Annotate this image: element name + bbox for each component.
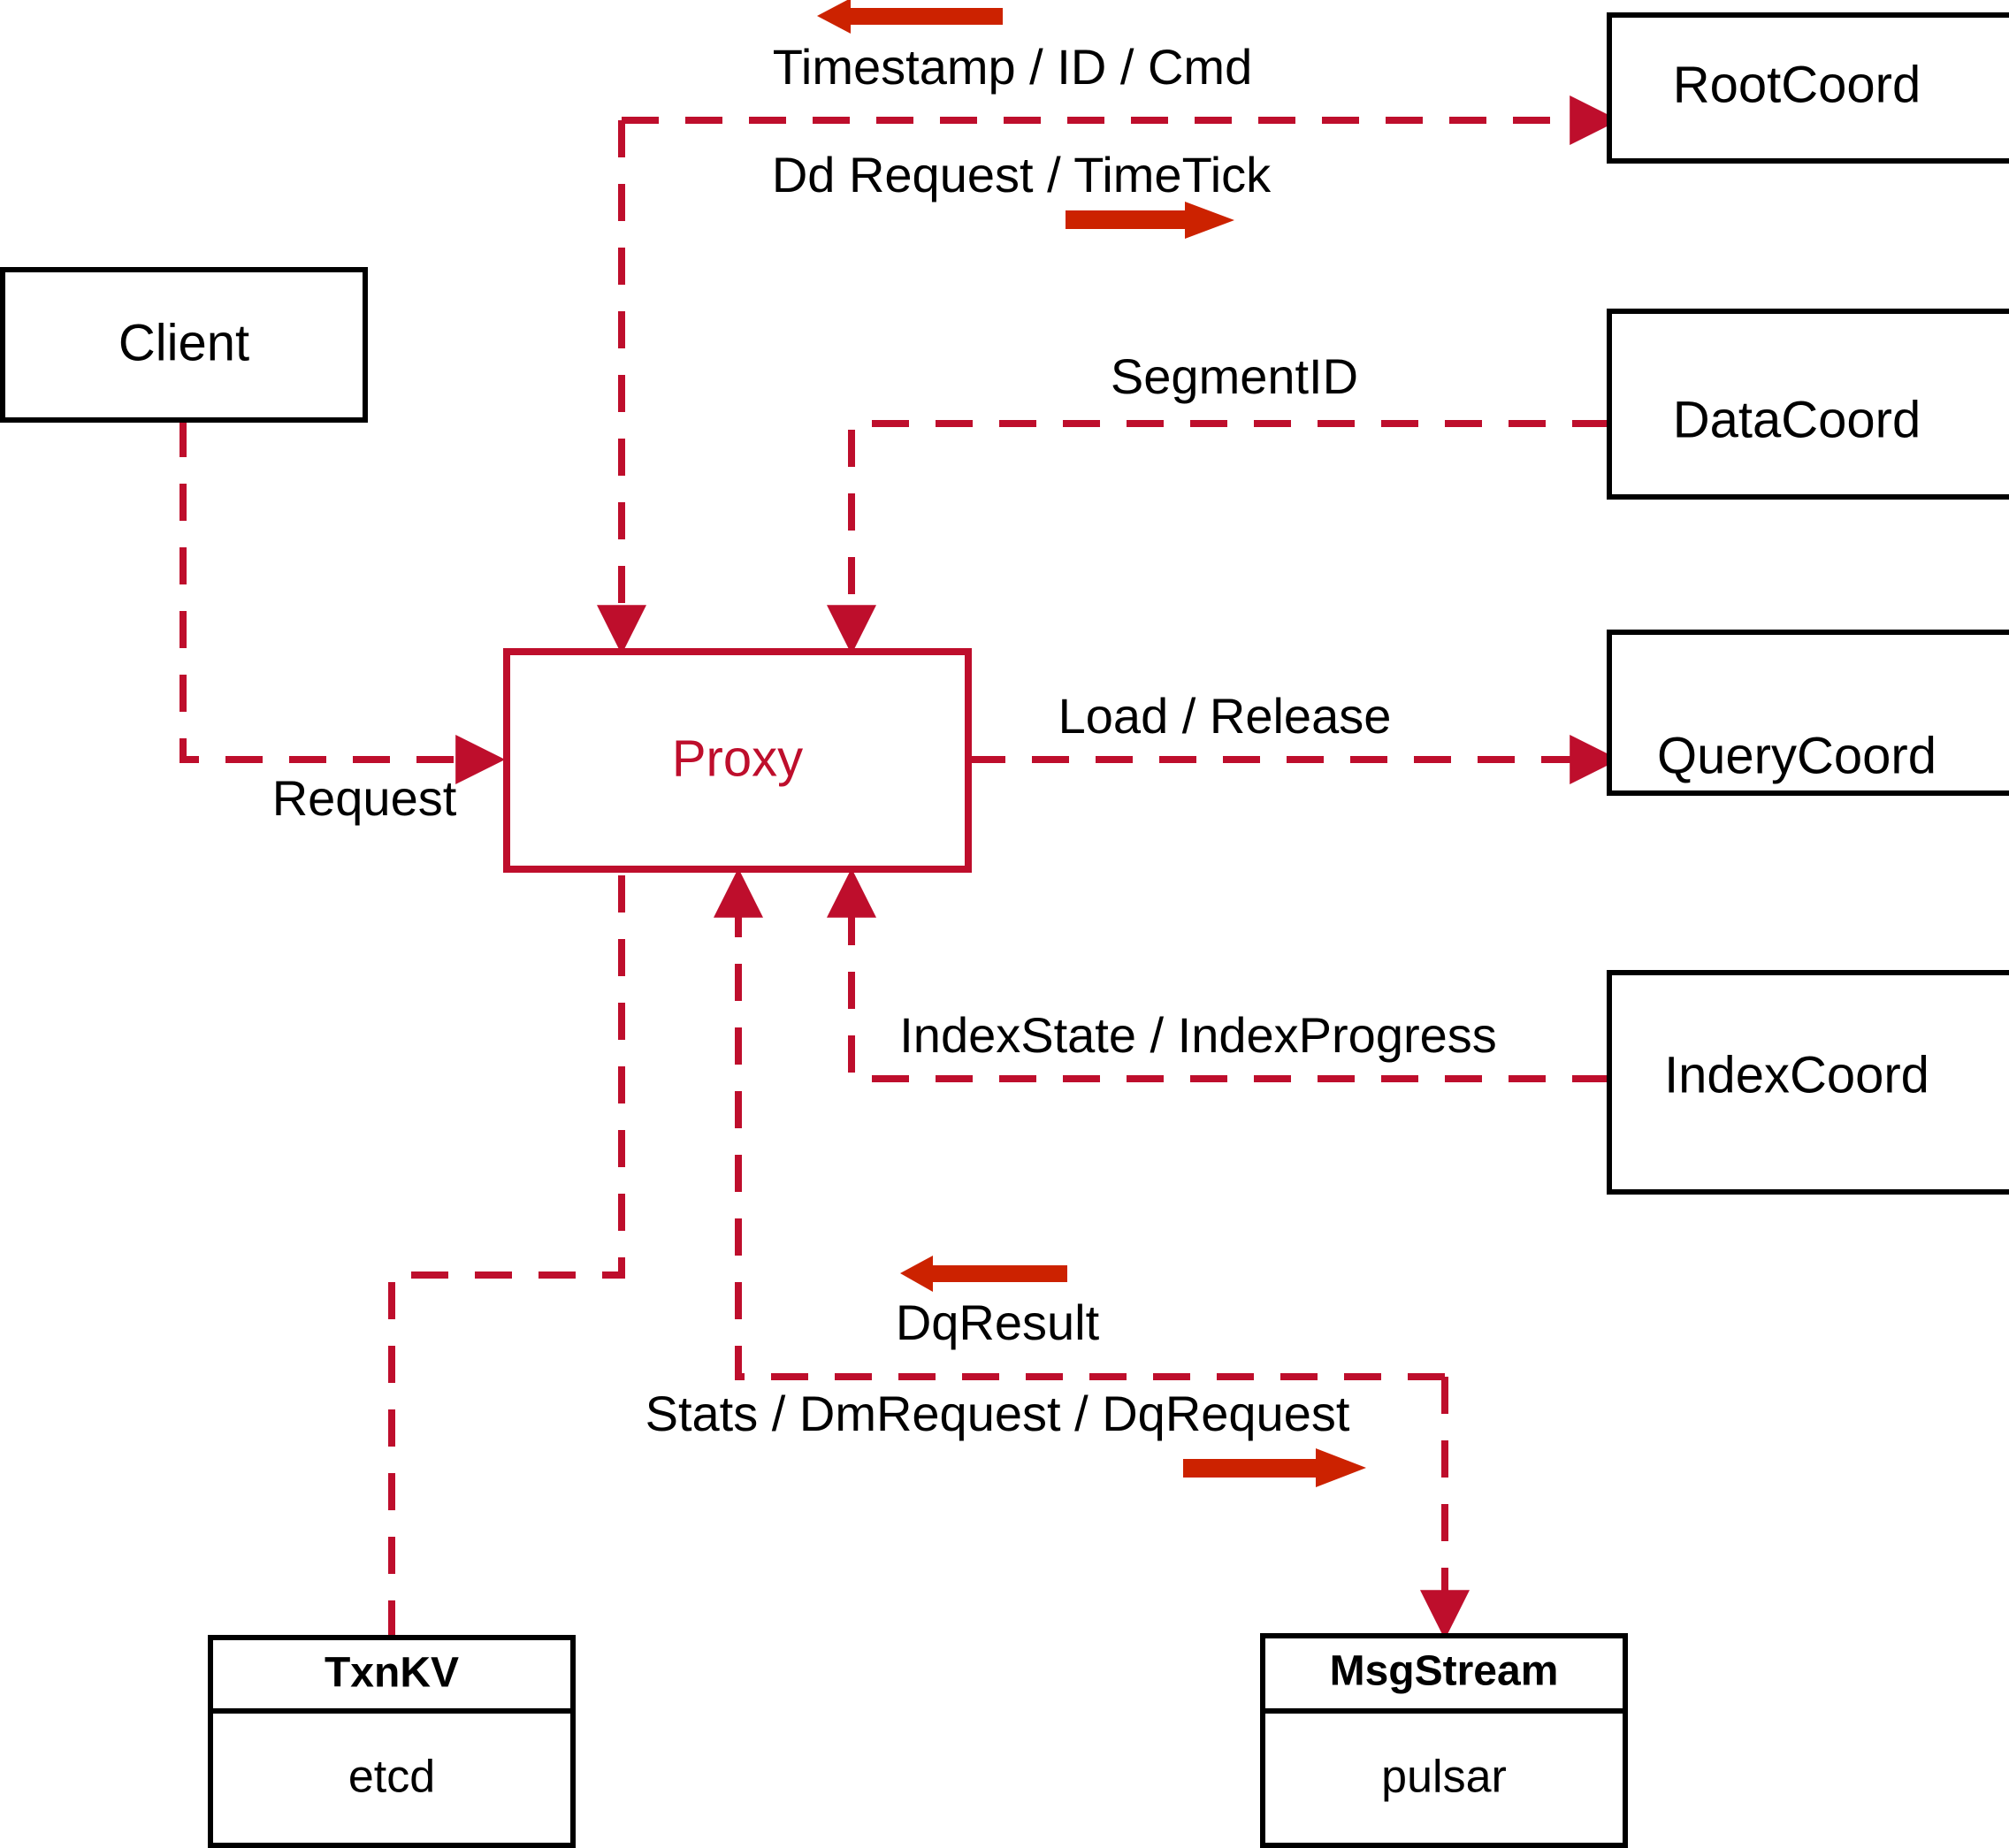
node-client[interactable] [0,267,368,423]
node-txnkv[interactable] [208,1635,576,1848]
node-client-label: Client [118,314,249,371]
node-indexcoord[interactable] [1607,970,2009,1195]
node-proxy-label: Proxy [672,729,803,787]
direction-arrow-left-dqresult [900,1256,1067,1292]
edge-msgstream-to-proxy [714,867,1445,1380]
node-msgstream-label: MsgStream [1330,1648,1559,1695]
edge-datacoord-to-proxy [827,420,1609,655]
direction-arrow-right-dqrequest [1183,1448,1366,1487]
edge-label-request: Request [272,770,457,826]
node-proxy[interactable] [503,648,972,873]
node-datacoord-label: DataCoord [1673,391,1921,448]
node-txnkv-sublabel: etcd [348,1752,435,1803]
node-msgstream[interactable] [1260,1633,1628,1848]
edge-label-segment-id: SegmentID [1111,348,1358,404]
edge-indexcoord-to-proxy [827,867,1609,1082]
edge-label-timestamp-id-cmd: Timestamp / ID / Cmd [773,39,1252,95]
edge-label-stats-dm-dq-request: Stats / DmRequest / DqRequest [645,1386,1350,1441]
node-indexcoord-label: IndexCoord [1664,1046,1929,1103]
node-rootcoord[interactable] [1607,12,2009,164]
node-datacoord[interactable] [1607,309,2009,500]
node-rootcoord-label: RootCoord [1673,56,1921,113]
edge-label-index-state-progress: IndexState / IndexProgress [899,1007,1497,1063]
edge-proxy-to-txnkv [388,875,625,1638]
edge-client-to-proxy [180,420,506,784]
node-txnkv-label: TxnKV [325,1650,459,1697]
node-msgstream-sublabel: pulsar [1381,1752,1507,1803]
edge-label-dd-request-timetick: Dd Request / TimeTick [772,147,1272,202]
edge-label-dq-result: DqResult [896,1294,1100,1350]
direction-arrow-right-ddrequest [1066,202,1234,239]
direction-arrow-left-timestamp [817,0,1003,34]
edge-label-load-release: Load / Release [1058,688,1392,744]
node-querycoord-label: QueryCoord [1657,727,1936,784]
node-querycoord[interactable] [1607,630,2009,796]
